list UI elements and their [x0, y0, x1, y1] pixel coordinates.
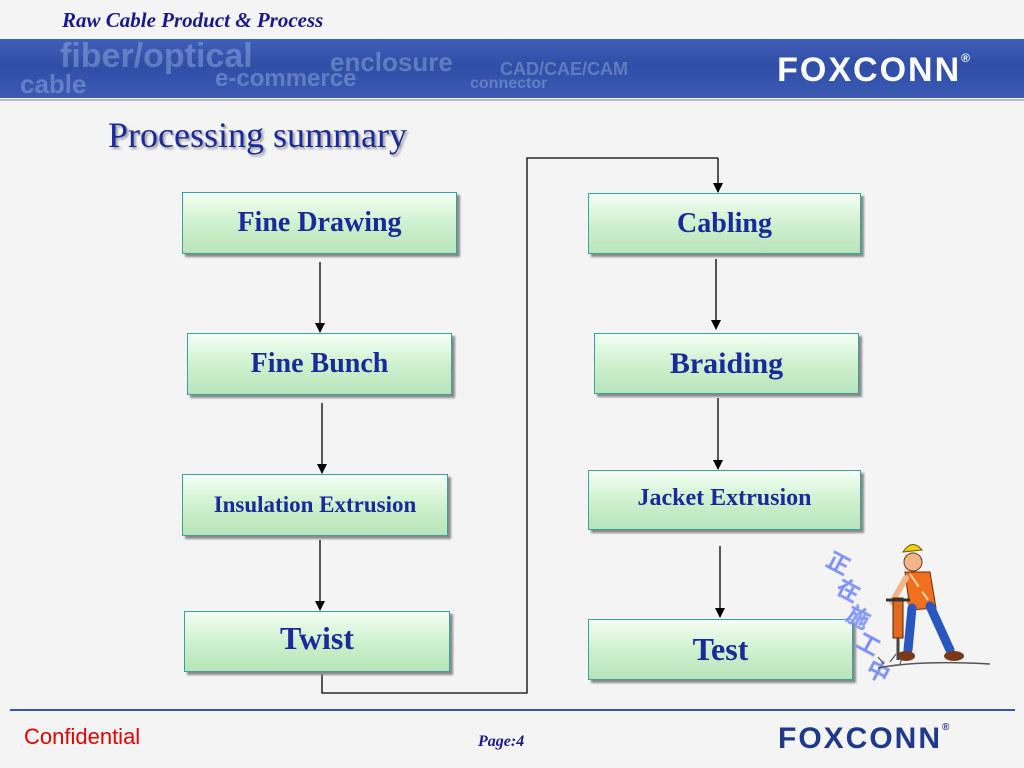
- step-label: Cabling: [677, 207, 772, 239]
- step-jacket-extrusion: Jacket Extrusion: [588, 470, 861, 530]
- banner-logo-text: FOXCONN: [777, 51, 962, 89]
- step-label: Test: [692, 631, 749, 667]
- worker-icon: [877, 544, 991, 669]
- sign-char: 施: [842, 601, 874, 634]
- step-test: Test: [588, 619, 853, 680]
- header-title: Raw Cable Product & Process: [62, 8, 324, 32]
- footer-rule: [10, 709, 1015, 711]
- page-title: Processing summary: [108, 115, 407, 155]
- step-label: Insulation Extrusion: [213, 492, 417, 517]
- step-fine-bunch: Fine Bunch: [187, 333, 452, 395]
- page-number: Page:4: [478, 733, 525, 750]
- registered-mark: ®: [961, 51, 972, 65]
- banner-word: fiber/optical: [60, 39, 253, 75]
- footer-logo-text: FOXCONN: [778, 722, 942, 755]
- banner-logo: FOXCONN®: [777, 51, 972, 90]
- sign-char: 正: [822, 548, 853, 580]
- header-banner: fiber/optical enclosure e-commerce cable…: [0, 39, 1024, 98]
- registered-mark: ®: [942, 722, 952, 733]
- sign-char: 工: [852, 629, 883, 661]
- step-cabling: Cabling: [588, 193, 861, 254]
- banner-word: e-commerce: [215, 65, 357, 92]
- header-rule: [0, 99, 1024, 101]
- step-label: Fine Drawing: [237, 207, 402, 238]
- sign-char: 在: [832, 574, 864, 607]
- connector-twist-to-cabling: [321, 157, 718, 694]
- step-label: Jacket Extrusion: [637, 484, 812, 511]
- step-insulation-extrusion: Insulation Extrusion: [182, 474, 448, 536]
- step-twist: Twist: [184, 611, 450, 672]
- footer-logo: FOXCONN®: [778, 722, 951, 756]
- sign-char: 中: [862, 656, 893, 688]
- confidential-label: Confidential: [24, 724, 141, 749]
- step-label: Twist: [279, 620, 355, 656]
- step-label: Fine Bunch: [250, 348, 389, 379]
- banner-word: enclosure: [330, 47, 453, 77]
- step-fine-drawing: Fine Drawing: [182, 192, 457, 254]
- banner-word: CAD/CAE/CAM: [500, 59, 628, 79]
- step-label: Braiding: [669, 346, 784, 380]
- step-braiding: Braiding: [594, 333, 859, 394]
- banner-word: cable: [20, 69, 87, 98]
- banner-word: connector: [470, 75, 548, 92]
